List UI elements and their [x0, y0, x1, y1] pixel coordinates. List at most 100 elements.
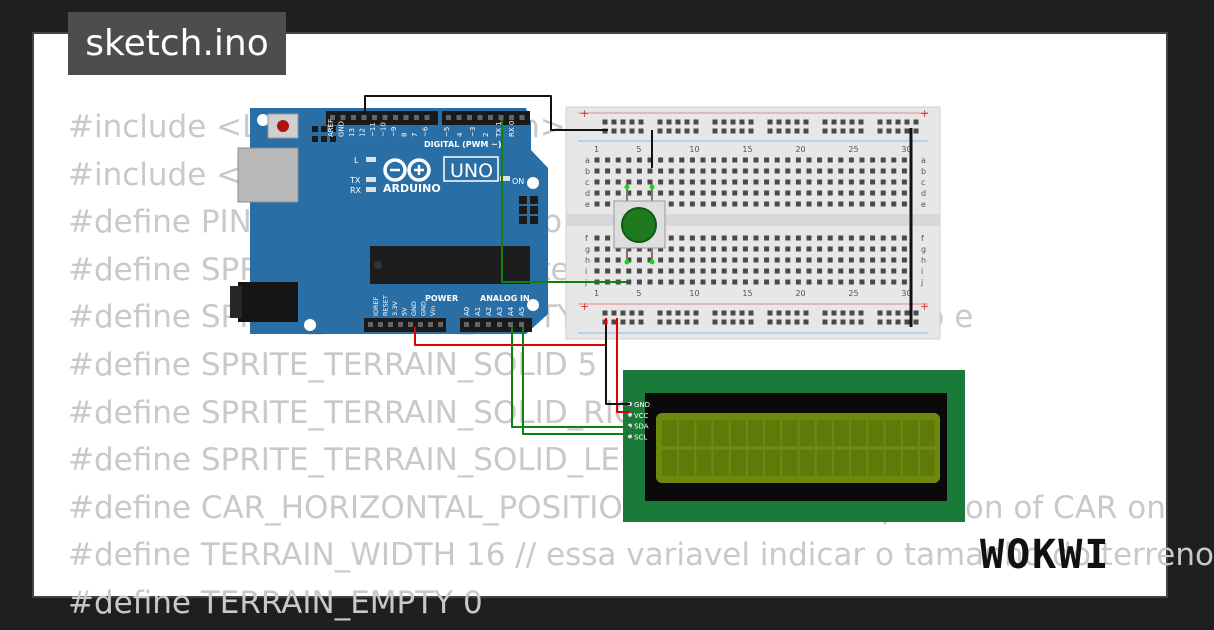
wire-lcd-gnd	[605, 325, 630, 405]
code-line: #define SPRITE_TERRAIN_SOLID 5	[68, 346, 598, 383]
rail-plus-br: +	[920, 300, 929, 313]
row-label: h	[921, 256, 926, 265]
led-l-label: L	[354, 156, 359, 165]
row-label: h	[585, 256, 590, 265]
wokwi-logo-text: WOKWI	[980, 532, 1110, 578]
led-l	[366, 157, 376, 162]
digital-pin-label: ~11	[369, 122, 377, 137]
code-line: #define SPRITE_TERRAIN_SOLID_LEFT 7	[68, 442, 686, 479]
power-header	[364, 318, 446, 332]
code-line: #define TERRAIN_EMPTY 0	[68, 584, 483, 621]
row-label: a	[921, 156, 926, 165]
digital-pin-label: ~6	[422, 126, 430, 137]
digital-pin-label: ~3	[469, 127, 477, 137]
digital-pin-label: 12	[359, 128, 367, 137]
column-label: 15	[742, 289, 752, 298]
column-label: 20	[795, 289, 805, 298]
row-label: b	[585, 167, 590, 176]
row-label: j	[920, 278, 923, 287]
lcd-display[interactable]: GND VCC SDA SCL	[623, 370, 965, 522]
column-label: 25	[848, 289, 858, 298]
lcd-pin-labels: GND VCC SDA SCL	[627, 401, 650, 441]
analog-pin-label: A5	[518, 307, 526, 316]
column-label: 20	[795, 145, 805, 154]
power-pin-label: 3.3V	[391, 301, 399, 316]
digital-pin-label: ~10	[380, 122, 388, 137]
code-line: #define TERRAIN_WIDTH 16 // essa variave…	[68, 537, 1214, 574]
row-label: f	[585, 234, 588, 243]
lcd-pin-label: SDA	[634, 423, 649, 431]
analog-pin-label: A2	[485, 307, 493, 316]
wires	[364, 95, 913, 435]
mount-hole	[304, 319, 316, 331]
digital-pin-label: 7	[411, 133, 419, 137]
row-label: a	[585, 156, 590, 165]
wire-gnd-top	[364, 95, 608, 131]
power-pin-label: IOREF	[372, 296, 380, 316]
mount-hole	[527, 177, 539, 189]
power-jack	[238, 282, 298, 322]
row-label: d	[921, 189, 926, 198]
digital-pin-label: 4	[456, 132, 464, 137]
row-label: c	[921, 178, 925, 187]
column-label: 15	[742, 145, 752, 154]
wire-scl	[522, 327, 630, 435]
row-label: e	[585, 200, 590, 209]
led-tx	[366, 177, 376, 182]
led-on-label: ON	[512, 177, 524, 186]
push-button[interactable]	[613, 184, 666, 265]
analog-pin-label: A1	[474, 307, 482, 316]
lcd-pin-label: SCL	[634, 433, 647, 441]
atmega-chip	[370, 246, 530, 284]
wokwi-logo[interactable]: WOKWI	[978, 530, 1150, 578]
wire-vcc	[616, 318, 630, 413]
analog-pin-label: A3	[496, 307, 504, 316]
column-label: 30	[901, 145, 911, 154]
row-label: f	[921, 234, 924, 243]
digital-pin-label: GND	[338, 121, 346, 137]
row-label: g	[585, 245, 590, 254]
column-label: 5	[636, 289, 641, 298]
wire-sda	[511, 327, 630, 428]
row-label: g	[921, 245, 926, 254]
led-tx-label: TX	[349, 176, 361, 185]
file-title-tab[interactable]: sketch.ino	[68, 12, 286, 75]
digital-pin-label: AREF	[327, 119, 335, 137]
digital-pin-label: ~5	[443, 127, 451, 137]
arduino-name: ARDUINO	[383, 182, 441, 195]
row-label: i	[585, 267, 587, 276]
column-label: 1	[594, 145, 599, 154]
breadboard-holes	[594, 119, 919, 325]
power-label: POWER	[425, 294, 458, 303]
power-pin-label: 5V	[401, 307, 409, 316]
code-line: #define SPRITE_TERRAIN_SOLID_RIGHT 6	[68, 394, 710, 431]
column-label: 25	[848, 145, 858, 154]
digital-label: DIGITAL (PWM ~)	[424, 140, 502, 149]
power-pin-label: RESET	[382, 295, 390, 316]
power-pin-label: GND	[410, 301, 418, 316]
digital-pin-label: 2	[482, 133, 490, 137]
column-label: 30	[901, 289, 911, 298]
power-pin-label: Vin	[429, 306, 437, 316]
rail-plus-tr: +	[920, 107, 929, 120]
led-rx-label: RX	[350, 186, 362, 195]
led-rx	[366, 187, 376, 192]
lcd-pin-label: GND	[634, 401, 650, 409]
column-label: 10	[689, 289, 699, 298]
arduino-model: UNO	[450, 160, 493, 182]
row-label: b	[921, 167, 926, 176]
rail-plus-tl: +	[580, 107, 589, 120]
rail-plus-bl: +	[580, 300, 589, 313]
lcd-pin-label: VCC	[634, 412, 649, 420]
digital-header-right	[442, 111, 530, 125]
analog-label: ANALOG IN	[480, 294, 530, 303]
digital-pin-label: RX 0	[508, 121, 516, 137]
analog-pin-label: A0	[463, 307, 471, 316]
analog-header	[460, 318, 532, 332]
arduino-logo	[383, 158, 431, 182]
